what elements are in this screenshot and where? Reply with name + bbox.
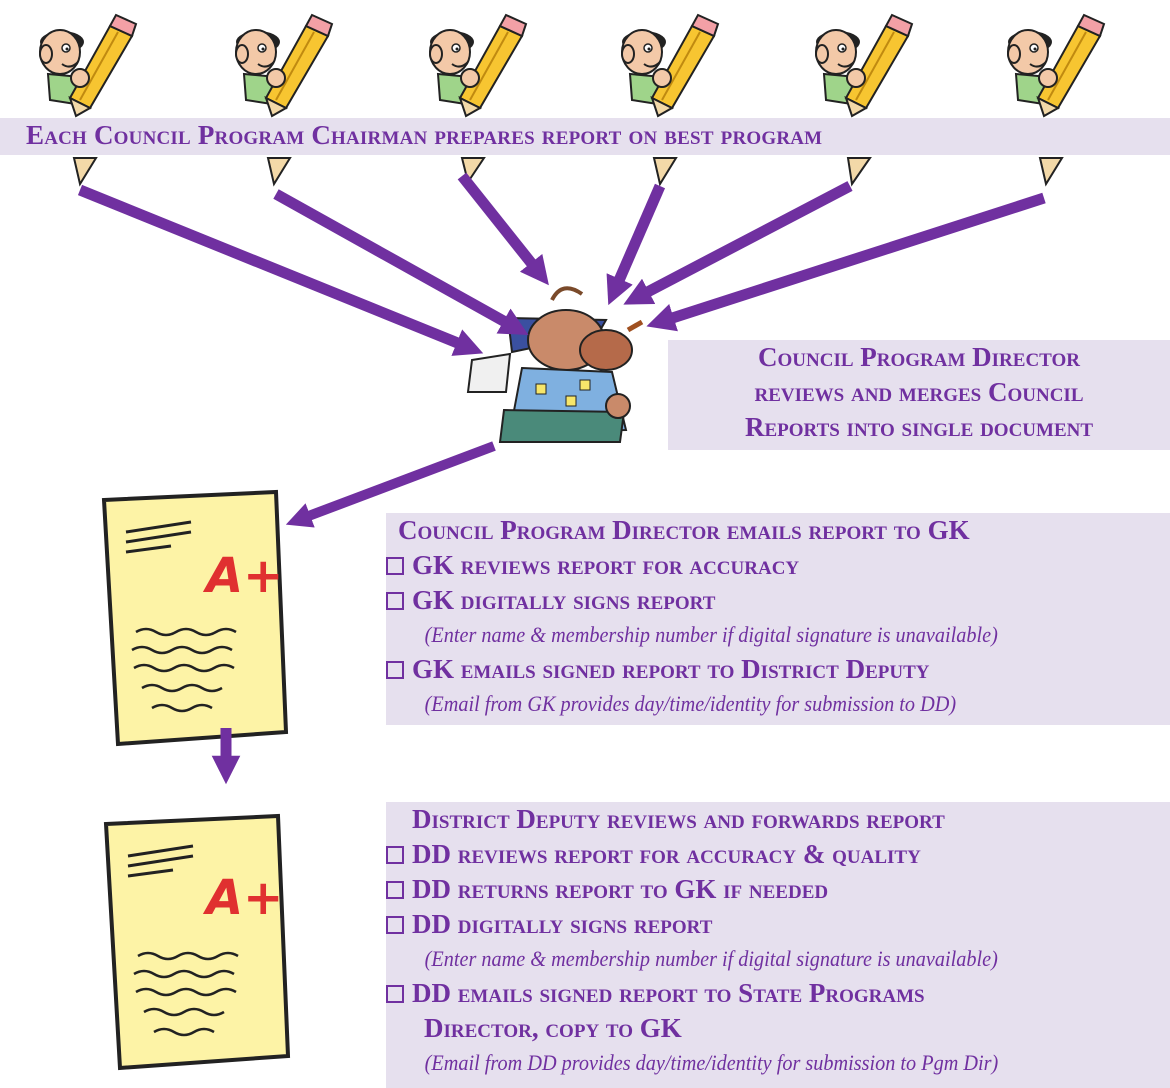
dd-step-continuation: Director, copy to GK [424,1013,682,1043]
checkbox-icon [386,660,404,679]
arrow-to-report [285,441,496,528]
dd-step: DD digitally signs report [386,907,1170,942]
report-grade: A+ [202,548,283,604]
dd-step-note: (Email from DD provides day/time/identit… [424,1050,999,1075]
dd-step-text: DD digitally signs report [412,909,713,939]
chairman-cartoon-icon [1007,14,1105,117]
gk-steps-panel: Council Program Director emails report t… [386,513,1170,725]
chairman-cartoon-icon [235,14,333,117]
gk-step-note: (Enter name & membership number if digit… [424,622,998,647]
dd-steps-panel: District Deputy reviews and forwards rep… [386,802,1170,1088]
gk-step: GK reviews report for accuracy [386,548,1170,583]
pencil-tips [72,157,1064,187]
dd-panel-heading: District Deputy reviews and forwards rep… [412,804,945,834]
chairman-cartoon-icon [815,14,913,117]
gk-step: GK emails signed report to District Depu… [386,652,1170,687]
director-caption-line: reviews and merges Council [754,377,1084,407]
report-paper-icon: A+ [104,814,290,1070]
chairman-banner: Each Council Program Chairman prepares r… [0,118,1170,155]
gk-panel-heading: Council Program Director emails report t… [398,515,970,545]
checkbox-icon [386,915,404,934]
checkbox-icon [386,845,404,864]
chairman-cartoon-icon [39,14,137,117]
director-caption-line: Reports into single document [744,412,1094,442]
gk-step-text: GK digitally signs report [412,585,716,615]
director-caption: Council Program Director reviews and mer… [668,340,1170,450]
chairman-banner-text: Each Council Program Chairman prepares r… [26,120,823,150]
gk-step: GK digitally signs report [386,583,1170,618]
gk-step-text: GK reviews report for accuracy [412,550,800,580]
dd-step-note: (Enter name & membership number if digit… [424,946,998,971]
dd-step: DD reviews report for accuracy & quality [386,837,1170,872]
gk-step-text: GK emails signed report to District Depu… [412,654,930,684]
dd-step: DD emails signed report to State Program… [386,976,1170,1011]
gk-step-note: (Email from GK provides day/time/identit… [424,691,957,716]
dd-step-text: DD returns report to GK if needed [412,874,829,904]
director-caption-line: Council Program Director [758,342,1080,372]
checkbox-icon [386,556,404,575]
report-paper-icon: A+ [102,490,288,746]
dd-step-text: DD emails signed report to State Program… [412,978,925,1008]
report-grade: A+ [202,870,283,926]
dd-step: DD returns report to GK if needed [386,872,1170,907]
chairman-cartoon-icon [621,14,719,117]
checkbox-icon [386,984,404,1003]
director-cartoon-icon [466,286,644,443]
checkbox-icon [386,591,404,610]
chairman-cartoon-icon [429,14,527,117]
dd-step-text: DD reviews report for accuracy & quality [412,839,921,869]
checkbox-icon [386,880,404,899]
arrows-to-director [77,172,1046,356]
